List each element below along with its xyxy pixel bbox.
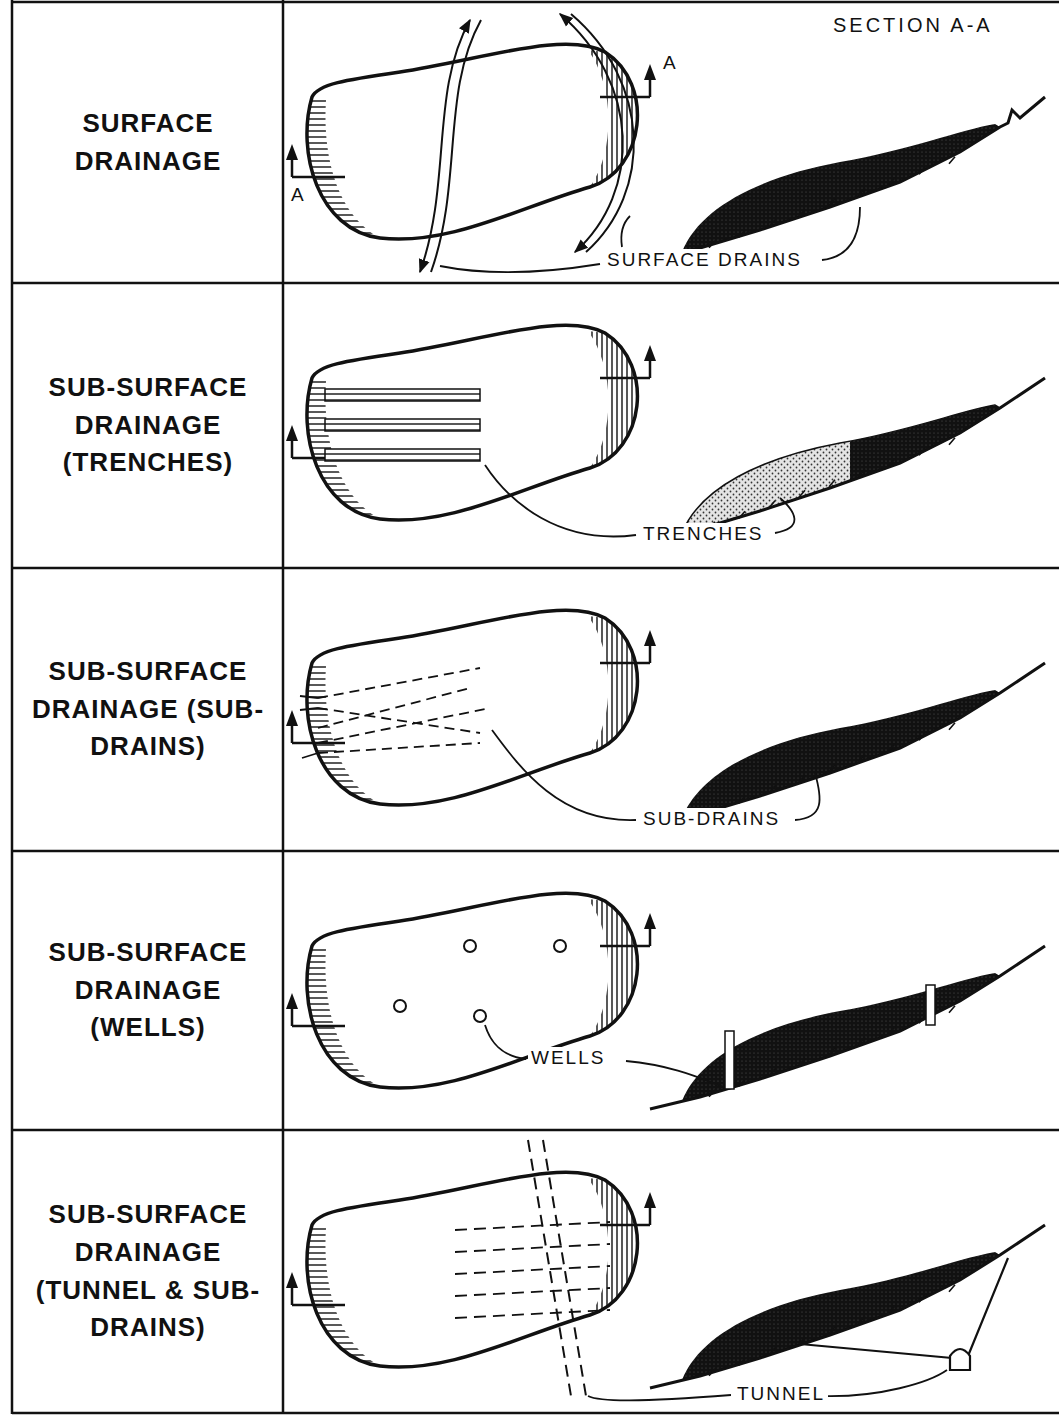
row-heading-cell: SURFACE DRAINAGE <box>16 5 280 280</box>
row-heading-cell: SUB-SURFACE DRAINAGE (TUNNEL & SUB-DRAIN… <box>16 1133 280 1410</box>
row-heading-cell: SUB-SURFACE DRAINAGE (WELLS) <box>16 854 280 1127</box>
row-heading-cell: SUB-SURFACE DRAINAGE (SUB-DRAINS) <box>16 571 280 848</box>
callout-label: SURFACE DRAINS <box>604 249 805 271</box>
row-heading: SURFACE DRAINAGE <box>24 105 272 180</box>
section-title: SECTION A-A <box>830 14 996 37</box>
row-illustration <box>286 325 1045 541</box>
callout-label: SUB-DRAINS <box>640 808 783 830</box>
row-heading-cell: SUB-SURFACE DRAINAGE (TRENCHES) <box>16 286 280 565</box>
callout-label: TRENCHES <box>640 523 767 545</box>
row-illustration <box>286 610 1045 826</box>
section-marker-letter: A <box>288 184 309 206</box>
row-heading: SUB-SURFACE DRAINAGE (SUB-DRAINS) <box>24 653 272 766</box>
row-heading: SUB-SURFACE DRAINAGE (TRENCHES) <box>24 369 272 482</box>
row-heading: SUB-SURFACE DRAINAGE (TUNNEL & SUB-DRAIN… <box>24 1196 272 1347</box>
callout-label: TUNNEL <box>734 1383 828 1405</box>
row-illustration <box>286 14 1045 272</box>
callout-label: WELLS <box>528 1047 608 1069</box>
row-heading: SUB-SURFACE DRAINAGE (WELLS) <box>24 934 272 1047</box>
section-marker-letter: A <box>660 52 681 74</box>
table-grid <box>12 0 1059 1414</box>
row-illustration <box>286 1140 1045 1402</box>
row-illustration <box>286 893 1045 1109</box>
